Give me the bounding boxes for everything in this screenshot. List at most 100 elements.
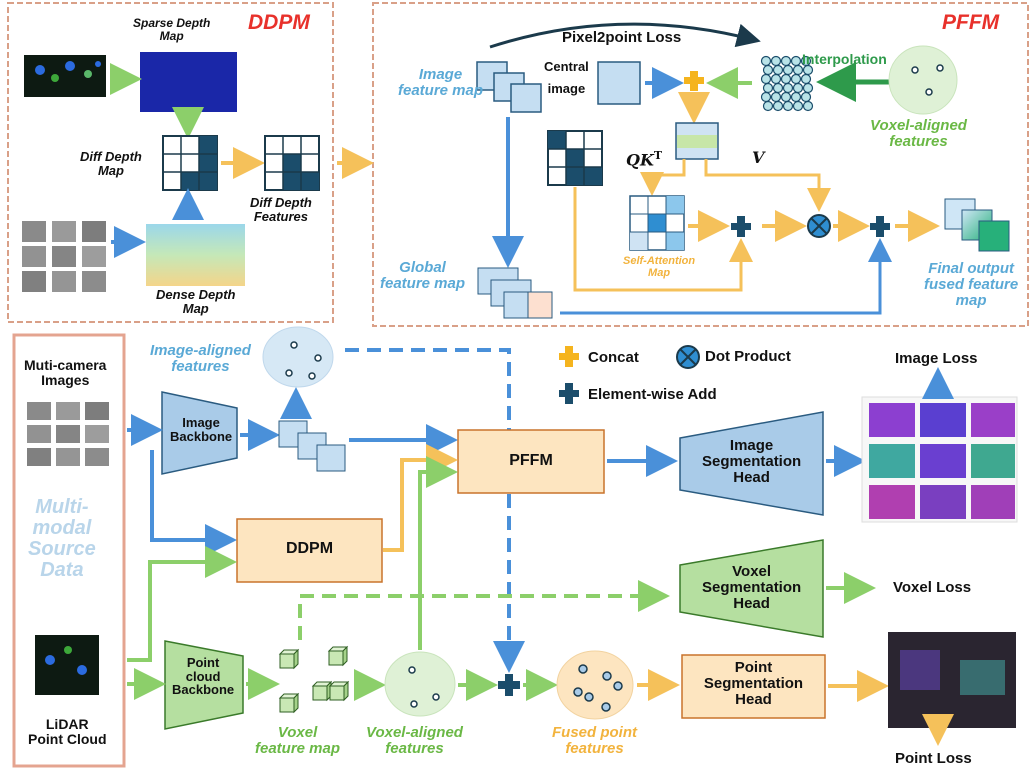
voxel-point: [800, 91, 812, 103]
voxel-cubes: [278, 645, 350, 714]
voxel-point: [772, 82, 784, 94]
lidar-thumbnail-main: [35, 635, 99, 695]
diff-depth-features-grid: [264, 135, 320, 191]
voxel-cube: [328, 680, 350, 702]
v-label: V: [752, 148, 765, 167]
camera-thumbnails-ddpm: [22, 221, 106, 292]
image-aligned-features-label: Image-aligned features: [150, 342, 251, 375]
voxel-point: [770, 73, 782, 85]
feature-dot: [285, 369, 293, 377]
voxel-aligned-features-circle-pffm: [888, 45, 958, 115]
point-seg-head-box: [681, 654, 826, 719]
ddpm-box: [236, 518, 383, 583]
legend-dot-product-label: Dot Product: [705, 348, 791, 365]
voxel-cube: [327, 645, 349, 667]
fused-dot: [573, 687, 583, 697]
dashed-image-aligned-to-fuse: [345, 348, 525, 673]
final-output-label: Final output fused feature map: [924, 260, 1019, 309]
feature-dot: [408, 666, 416, 674]
image-aligned-circle: [262, 326, 334, 388]
feature-dot: [308, 372, 316, 380]
point-seg-head-label: Point Segmentation Head: [703, 659, 804, 708]
diff-depth-map-label: Diff Depth Map: [80, 149, 142, 178]
diff-depth-features-label: Diff Depth Features: [250, 195, 312, 224]
arrow-lidar-to-ddpm: [127, 546, 237, 662]
legend-concat-label: Concat: [588, 349, 639, 366]
voxel-point: [760, 73, 772, 85]
voxel-point: [800, 73, 812, 85]
arrow-global-to-add: [560, 238, 892, 315]
voxel-point: [780, 91, 792, 103]
arrow-mask-to-add: [573, 187, 753, 292]
voxel-point: [762, 100, 774, 112]
central-image-box: [597, 61, 641, 105]
arrow-qk: [640, 159, 686, 196]
image-seg-results: [861, 396, 1018, 523]
feature-dot: [432, 693, 440, 701]
image-feature-stack-main: [278, 420, 346, 472]
dashed-voxels-to-voxelhead: [298, 580, 670, 640]
voxel-point: [792, 82, 804, 94]
voxel-point: [802, 82, 814, 94]
voxel-aligned-features-label-pffm: Voxel-aligned features: [870, 117, 967, 150]
voxel-point: [792, 100, 804, 112]
global-feature-stack: [477, 267, 553, 319]
fused-point-circle: [556, 650, 634, 720]
add-symbol-1: [731, 216, 751, 237]
voxel-point: [802, 100, 814, 112]
dense-depth-label: Dense Depth Map: [156, 287, 236, 316]
voxel-cube: [278, 692, 300, 714]
lidar-thumbnail-ddpm: [24, 55, 106, 97]
point-seg-region: [960, 660, 1005, 695]
global-feature-map-label: Global feature map: [380, 259, 466, 292]
feature-dot: [925, 88, 933, 96]
voxel-aligned-circle-main: [384, 651, 456, 717]
voxel-point: [772, 100, 784, 112]
pixel2point-arc: [489, 22, 761, 49]
camera-thumbnails-main: [27, 402, 109, 466]
ddpm-panel-title: DDPM: [248, 11, 310, 34]
lidar-label: LiDAR Point Cloud: [28, 716, 107, 747]
arrow-backbone-to-ddpm: [150, 450, 237, 556]
feature-dot: [290, 341, 298, 349]
voxel-point: [782, 82, 794, 94]
image-seg-head-shape: [679, 411, 824, 516]
voxel-point: [780, 73, 792, 85]
voxel-seg-head-shape: [679, 539, 824, 638]
fused-point-features-label: Fused point features: [552, 724, 637, 757]
dense-depth-image: [146, 224, 245, 286]
self-attention-grid: [629, 195, 685, 251]
voxel-feature-map-label: Voxel feature map: [255, 724, 341, 757]
legend-dot-product-icon: [676, 345, 700, 369]
lidar-point: [64, 646, 72, 654]
feature-dot: [936, 64, 944, 72]
voxel-point: [782, 64, 794, 76]
source-data-panel: [12, 333, 126, 768]
image-mask-grid: [547, 130, 603, 186]
voxel-point: [772, 64, 784, 76]
point-loss-label: Point Loss: [895, 750, 972, 767]
legend-add-icon: [559, 383, 579, 404]
voxel-cube: [311, 680, 333, 702]
self-attention-map-label: Self-Attention Map: [623, 255, 696, 279]
legend-concat-icon: [559, 346, 579, 367]
image-backbone-shape: [161, 391, 238, 475]
voxel-point: [760, 91, 772, 103]
feature-dot: [314, 354, 322, 362]
concat-symbol: [684, 71, 704, 91]
voxel-point-grid: [760, 55, 814, 112]
legend-add-label: Element-wise Add: [588, 386, 717, 403]
voxel-cube: [278, 648, 300, 670]
voxel-point: [770, 91, 782, 103]
central-image-label: Central image: [544, 59, 589, 97]
sparse-depth-label: Sparse Depth Map: [133, 16, 211, 43]
fused-dot: [584, 692, 594, 702]
image-feature-stack: [476, 61, 542, 113]
feature-dot: [911, 66, 919, 74]
multi-camera-label: Muti-camera Images: [24, 357, 107, 388]
voxel-point: [790, 91, 802, 103]
fused-dot: [613, 681, 623, 691]
voxel-point: [782, 100, 794, 112]
fused-dot: [601, 702, 611, 712]
